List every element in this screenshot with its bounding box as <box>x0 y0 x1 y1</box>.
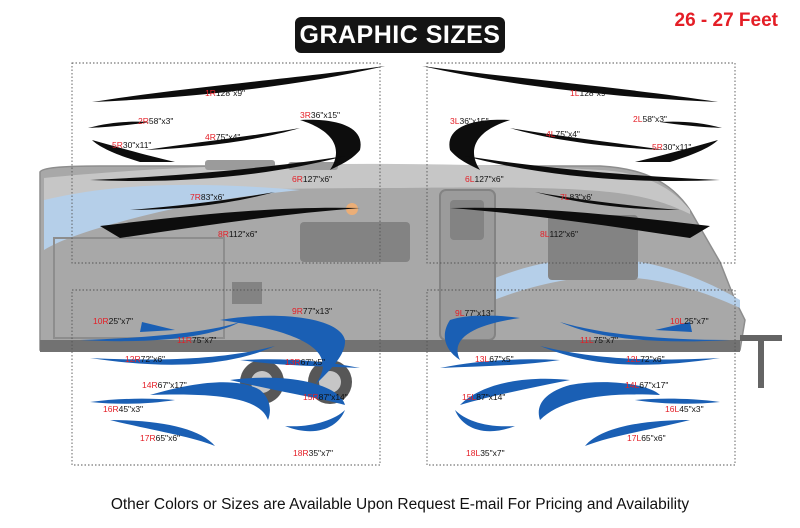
decal-shape-18r <box>285 410 345 432</box>
decal-shape-5r <box>92 140 175 162</box>
decal-shape-13l <box>440 359 560 368</box>
decal-label: 8R112"x6" <box>218 229 257 239</box>
decal-label: 1L128"x9" <box>570 88 609 98</box>
decal-label: 17L65"x6" <box>627 433 666 443</box>
decal-label: 10L25"x7" <box>670 316 709 326</box>
decal-label: 6R127"x6" <box>292 174 332 184</box>
decal-shape-2l <box>660 121 722 128</box>
panel-bottom-left-side <box>426 289 736 466</box>
trailer-window-right <box>548 215 638 280</box>
decal-label: 14L67"x17" <box>625 380 668 390</box>
decal-shape-1r <box>92 66 385 102</box>
decal-label: 10R25"x7" <box>93 316 133 326</box>
decal-shape-3r <box>300 119 361 170</box>
decal-shape-5l <box>635 140 718 162</box>
decal-label: 13L67"x5" <box>475 354 514 364</box>
decal-label: 3R36"x15" <box>300 110 340 120</box>
decal-shape-14l <box>538 382 660 420</box>
decal-shape-6r <box>90 156 345 181</box>
decal-shape-10l <box>655 322 692 332</box>
decal-shape-17r <box>110 420 215 446</box>
decal-shape-14r <box>150 382 270 420</box>
decal-shape-15l <box>460 378 570 405</box>
decal-label: 17R65"x6" <box>140 433 180 443</box>
decal-label: 16L45"x3" <box>665 404 704 414</box>
decal-labels: 1R128"x9" 2R58"x3" 3R36"x15" 4R75"x4" 5R… <box>93 88 709 458</box>
decal-label: 7R83"x6' <box>190 192 224 202</box>
trailer-door-window <box>450 200 484 240</box>
decal-shape-12r <box>90 346 275 365</box>
decal-label: 3L36"x15" <box>450 116 489 126</box>
decal-shape-4r <box>145 128 300 150</box>
page-title: GRAPHIC SIZES <box>295 17 505 53</box>
panel-outlines <box>71 62 736 466</box>
decal-label: 11L75"x7" <box>580 335 618 345</box>
decal-label: 4L75"x4" <box>546 129 580 139</box>
decal-shape-8r <box>100 207 360 238</box>
decal-shape-10r <box>140 322 175 332</box>
trailer-roof-ac <box>205 160 275 170</box>
decal-shape-9r <box>220 315 346 385</box>
decal-shape-3l <box>449 119 510 170</box>
trailer-blue-swoosh-mid <box>450 258 740 310</box>
decal-label: 11R75"x7" <box>177 335 216 345</box>
black-decals-right <box>88 66 385 238</box>
decal-shape-4l <box>510 128 665 150</box>
decal-label: 12R72"x6" <box>125 354 165 364</box>
trailer-window-center <box>300 222 410 262</box>
decal-label: 1R128"x9" <box>205 88 245 98</box>
decal-label: 5R30"x11" <box>652 142 691 152</box>
decal-shape-9l <box>444 315 520 360</box>
blue-decals-left <box>440 315 730 446</box>
decal-label: 2R58"x3" <box>138 116 173 126</box>
decal-label: 8L112"x6" <box>540 229 578 239</box>
decal-shape-6l <box>465 156 720 181</box>
footer-note: Other Colors or Sizes are Available Upon… <box>110 496 690 513</box>
decal-label: 18R35"x7" <box>293 448 333 458</box>
decal-label: 2L58"x3" <box>633 114 667 124</box>
decal-label: 15L87"x14" <box>462 392 505 402</box>
decal-shape-15r <box>230 377 345 405</box>
decal-shape-2r <box>88 121 150 128</box>
blue-decals-right <box>80 315 360 446</box>
decal-label: 12L72"x6" <box>626 354 665 364</box>
decal-shape-8l <box>450 207 710 238</box>
decal-label: 7L83"x6' <box>560 192 593 202</box>
decal-shape-16r <box>90 398 175 404</box>
decal-label: 9L77"x13" <box>455 308 494 318</box>
decal-label: 6L127"x6" <box>465 174 504 184</box>
trailer-porch-light <box>346 203 358 215</box>
decal-shape-11l <box>560 322 730 342</box>
decal-label: 13R67"x5" <box>285 357 325 367</box>
decal-shape-13r <box>240 359 360 368</box>
decal-shape-16l <box>635 398 720 404</box>
decal-shape-18l <box>455 410 515 432</box>
panel-top-left-side <box>426 62 736 264</box>
decal-shape-12l <box>540 346 720 365</box>
panel-top-right-side <box>71 62 381 264</box>
trailer-illustration <box>39 160 782 404</box>
decal-label: 14R67"x17" <box>142 380 187 390</box>
decal-label: 4R75"x4" <box>205 132 240 142</box>
decal-shape-1l <box>422 66 718 102</box>
decal-label: 9R77"x13" <box>292 306 332 316</box>
trailer-length-label: 26 - 27 Feet <box>674 10 779 31</box>
trailer-jack <box>758 338 764 388</box>
trailer-skirt <box>40 340 740 352</box>
trailer-vent <box>232 282 262 304</box>
black-decals-left <box>422 66 722 238</box>
decal-label: 18L35"x7" <box>466 448 505 458</box>
panel-bottom-right-side <box>71 289 381 466</box>
decal-label: 16R45"x3" <box>103 404 143 414</box>
trailer-blue-swoosh-top <box>44 184 300 250</box>
decal-label: 5R30"x11" <box>112 140 151 150</box>
decal-shape-17l <box>585 420 690 446</box>
decal-label: 15R87"x14" <box>303 392 348 402</box>
decal-shape-11r <box>80 322 240 342</box>
